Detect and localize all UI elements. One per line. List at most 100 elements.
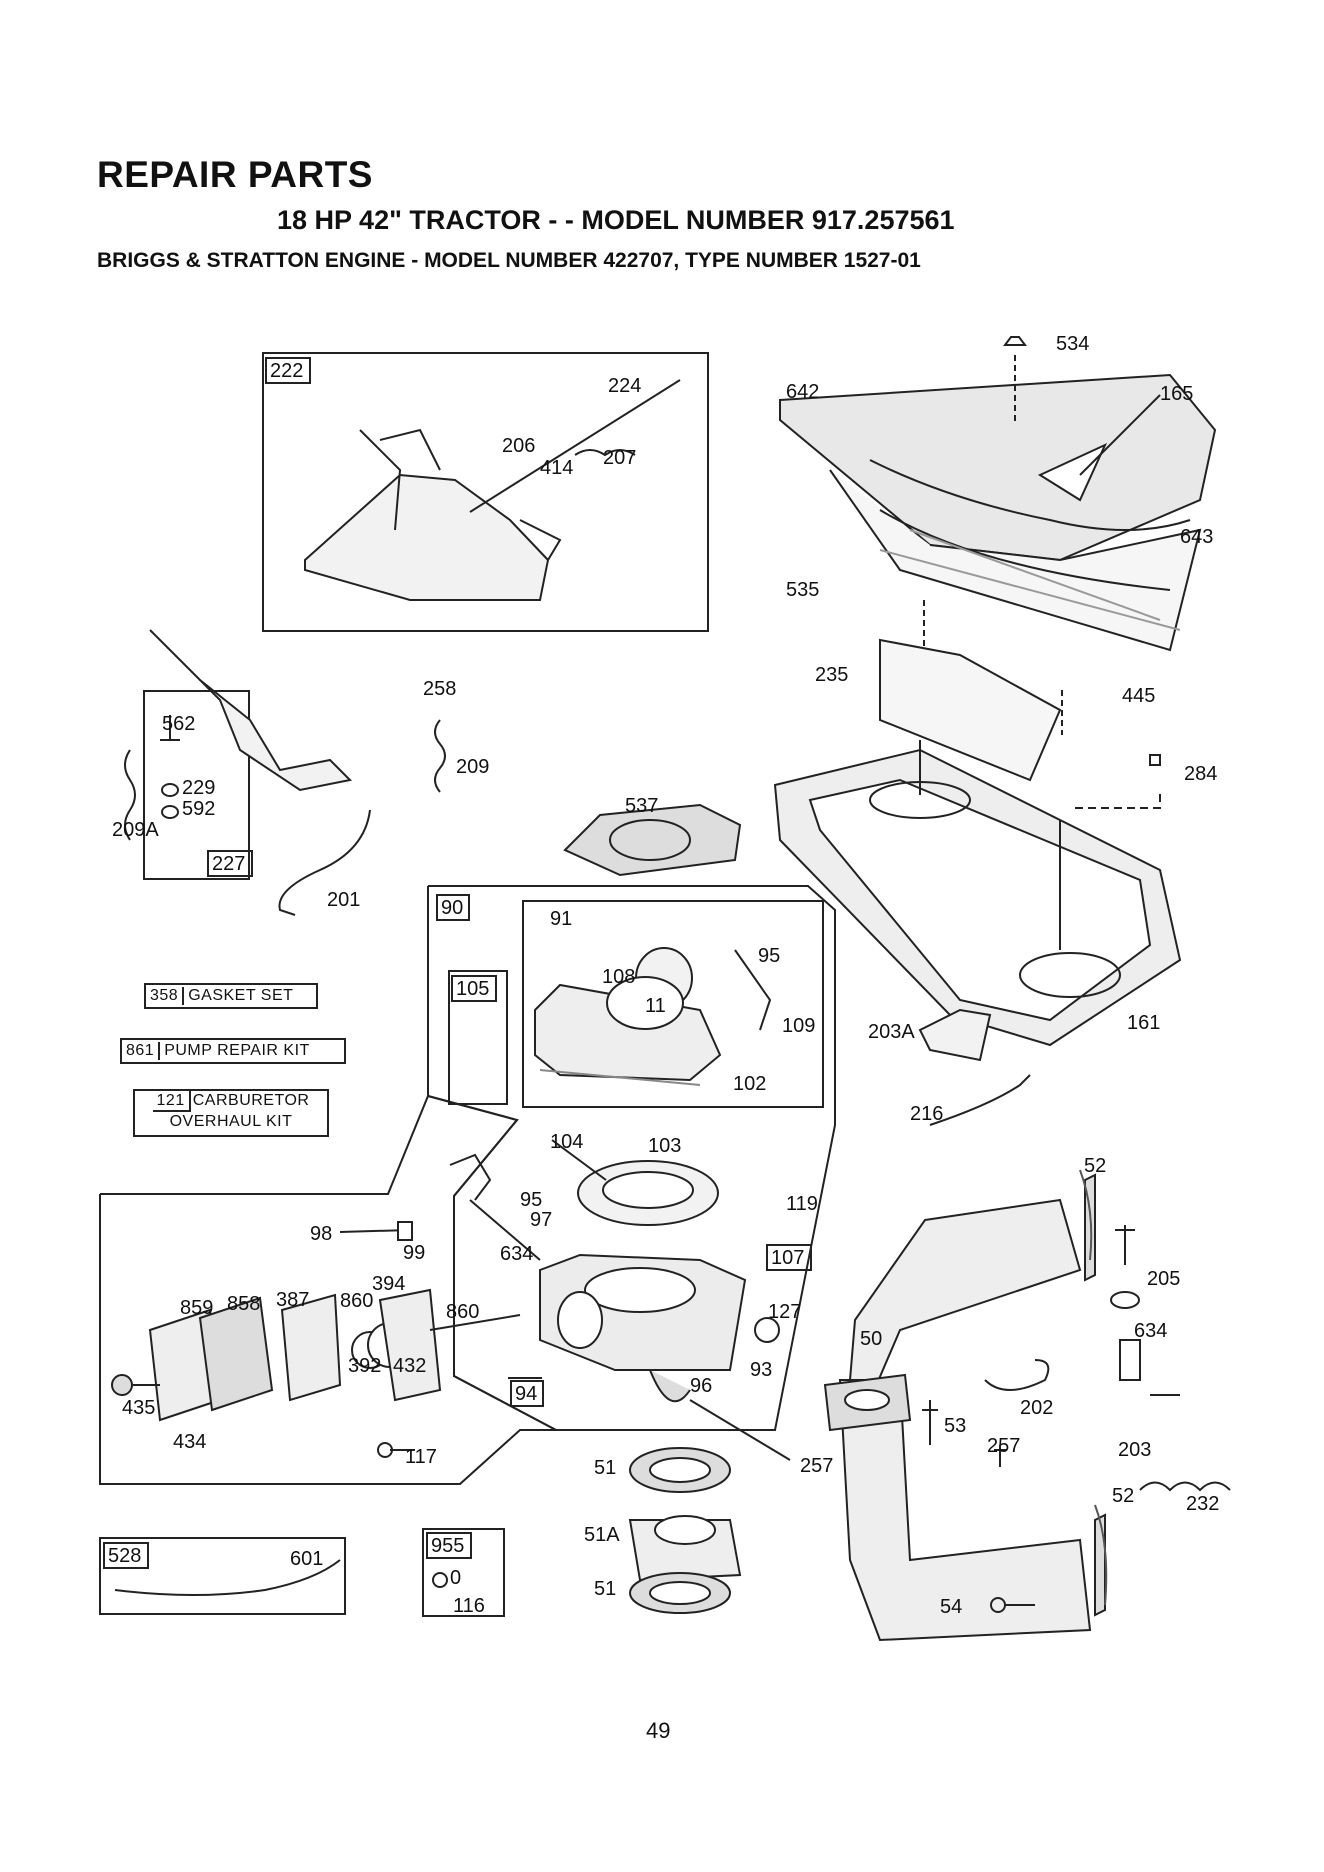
callout-91: 91 <box>550 908 572 930</box>
callout-51: 51 <box>594 1578 616 1600</box>
page-number: 49 <box>646 1718 671 1743</box>
callout-257: 257 <box>987 1435 1020 1457</box>
boxed-ref-94: 94 <box>515 1383 537 1405</box>
callout-97: 97 <box>530 1209 552 1231</box>
page-title: REPAIR PARTS <box>97 154 373 195</box>
boxed-ref-90: 90 <box>441 897 463 919</box>
callout-127: 127 <box>768 1301 801 1323</box>
callout-203A: 203A <box>868 1021 915 1043</box>
boxed-ref-528: 528 <box>108 1545 141 1567</box>
boxed-ref-frame <box>766 1244 812 1271</box>
callout-108: 108 <box>602 966 635 988</box>
callout-161: 161 <box>1127 1012 1160 1034</box>
callout-102: 102 <box>733 1073 766 1095</box>
callout-52: 52 <box>1084 1155 1106 1177</box>
callout-601: 601 <box>290 1548 323 1570</box>
callout-634: 634 <box>1134 1320 1167 1342</box>
callout-858: 858 <box>227 1293 260 1315</box>
callout-0: 0 <box>450 1567 461 1589</box>
box-91-frame <box>522 900 824 1108</box>
box-227-frame <box>143 690 250 880</box>
callout-209A: 209A <box>112 819 159 841</box>
boxed-ref-frame <box>426 1532 472 1559</box>
box-955-frame <box>422 1528 505 1617</box>
box-105-frame <box>448 970 508 1105</box>
callout-202: 202 <box>1020 1397 1053 1419</box>
callout-216: 216 <box>910 1103 943 1125</box>
callout-11: 11 <box>645 995 666 1017</box>
callout-860: 860 <box>446 1301 479 1323</box>
callout-201: 201 <box>327 889 360 911</box>
callout-50: 50 <box>860 1328 882 1350</box>
callout-103: 103 <box>648 1135 681 1157</box>
callout-203: 203 <box>1118 1439 1151 1461</box>
callout-394: 394 <box>372 1273 405 1295</box>
callout-860: 860 <box>340 1290 373 1312</box>
boxed-ref-107: 107 <box>771 1247 804 1269</box>
callout-98: 98 <box>310 1223 332 1245</box>
callout-392: 392 <box>348 1355 381 1377</box>
boxed-ref-frame <box>510 1380 544 1407</box>
callout-434: 434 <box>173 1431 206 1453</box>
callout-109: 109 <box>782 1015 815 1037</box>
boxed-ref-frame <box>103 1542 149 1569</box>
callout-119: 119 <box>786 1193 818 1215</box>
callout-96: 96 <box>690 1375 712 1397</box>
callout-209: 209 <box>456 756 489 778</box>
callout-258: 258 <box>423 678 456 700</box>
callout-592: 592 <box>182 798 215 820</box>
callout-414: 414 <box>540 457 573 479</box>
callout-435: 435 <box>122 1397 155 1419</box>
callout-205: 205 <box>1147 1268 1180 1290</box>
callout-432: 432 <box>393 1355 426 1377</box>
tractor-model-subtitle: 18 HP 42" TRACTOR - - MODEL NUMBER 917.2… <box>277 205 955 235</box>
boxed-ref-frame <box>451 975 497 1002</box>
callout-634: 634 <box>500 1243 533 1265</box>
box-528-frame <box>99 1537 346 1615</box>
callout-51: 51 <box>594 1457 616 1479</box>
callout-93: 93 <box>750 1359 772 1381</box>
callout-51A: 51A <box>584 1524 620 1546</box>
callout-284: 284 <box>1184 763 1217 785</box>
callout-445: 445 <box>1122 685 1155 707</box>
callout-537: 537 <box>625 795 658 817</box>
callout-535: 535 <box>786 579 819 601</box>
boxed-ref-frame <box>207 850 253 877</box>
callout-165: 165 <box>1160 383 1193 405</box>
box-222-frame <box>262 352 709 632</box>
boxed-ref-222: 222 <box>270 360 303 382</box>
callout-224: 224 <box>608 375 641 397</box>
callout-387: 387 <box>276 1289 309 1311</box>
callout-99: 99 <box>403 1242 425 1264</box>
callout-95: 95 <box>758 945 780 967</box>
callout-257: 257 <box>800 1455 833 1477</box>
callout-116: 116 <box>453 1595 485 1617</box>
callout-54: 54 <box>940 1596 962 1618</box>
callout-232: 232 <box>1186 1493 1219 1515</box>
callout-235: 235 <box>815 664 848 686</box>
boxed-ref-frame <box>436 894 470 921</box>
callout-95: 95 <box>520 1189 542 1211</box>
callout-206: 206 <box>502 435 535 457</box>
pump-frame <box>99 1094 557 1485</box>
engine-model-line: BRIGGS & STRATTON ENGINE - MODEL NUMBER … <box>97 249 921 272</box>
callout-52: 52 <box>1112 1485 1134 1507</box>
boxed-ref-frame <box>265 357 311 384</box>
boxed-ref-105: 105 <box>456 978 489 1000</box>
callout-117: 117 <box>405 1446 437 1468</box>
boxed-ref-955: 955 <box>431 1535 464 1557</box>
callout-104: 104 <box>550 1131 583 1153</box>
callout-643: 643 <box>1180 526 1213 548</box>
callout-534: 534 <box>1056 333 1089 355</box>
callout-562: 562 <box>162 713 195 735</box>
boxed-ref-227: 227 <box>212 853 245 875</box>
callout-859: 859 <box>180 1297 213 1319</box>
callout-53: 53 <box>944 1415 966 1437</box>
callout-642: 642 <box>786 381 819 403</box>
callout-207: 207 <box>603 447 636 469</box>
callout-229: 229 <box>182 777 215 799</box>
